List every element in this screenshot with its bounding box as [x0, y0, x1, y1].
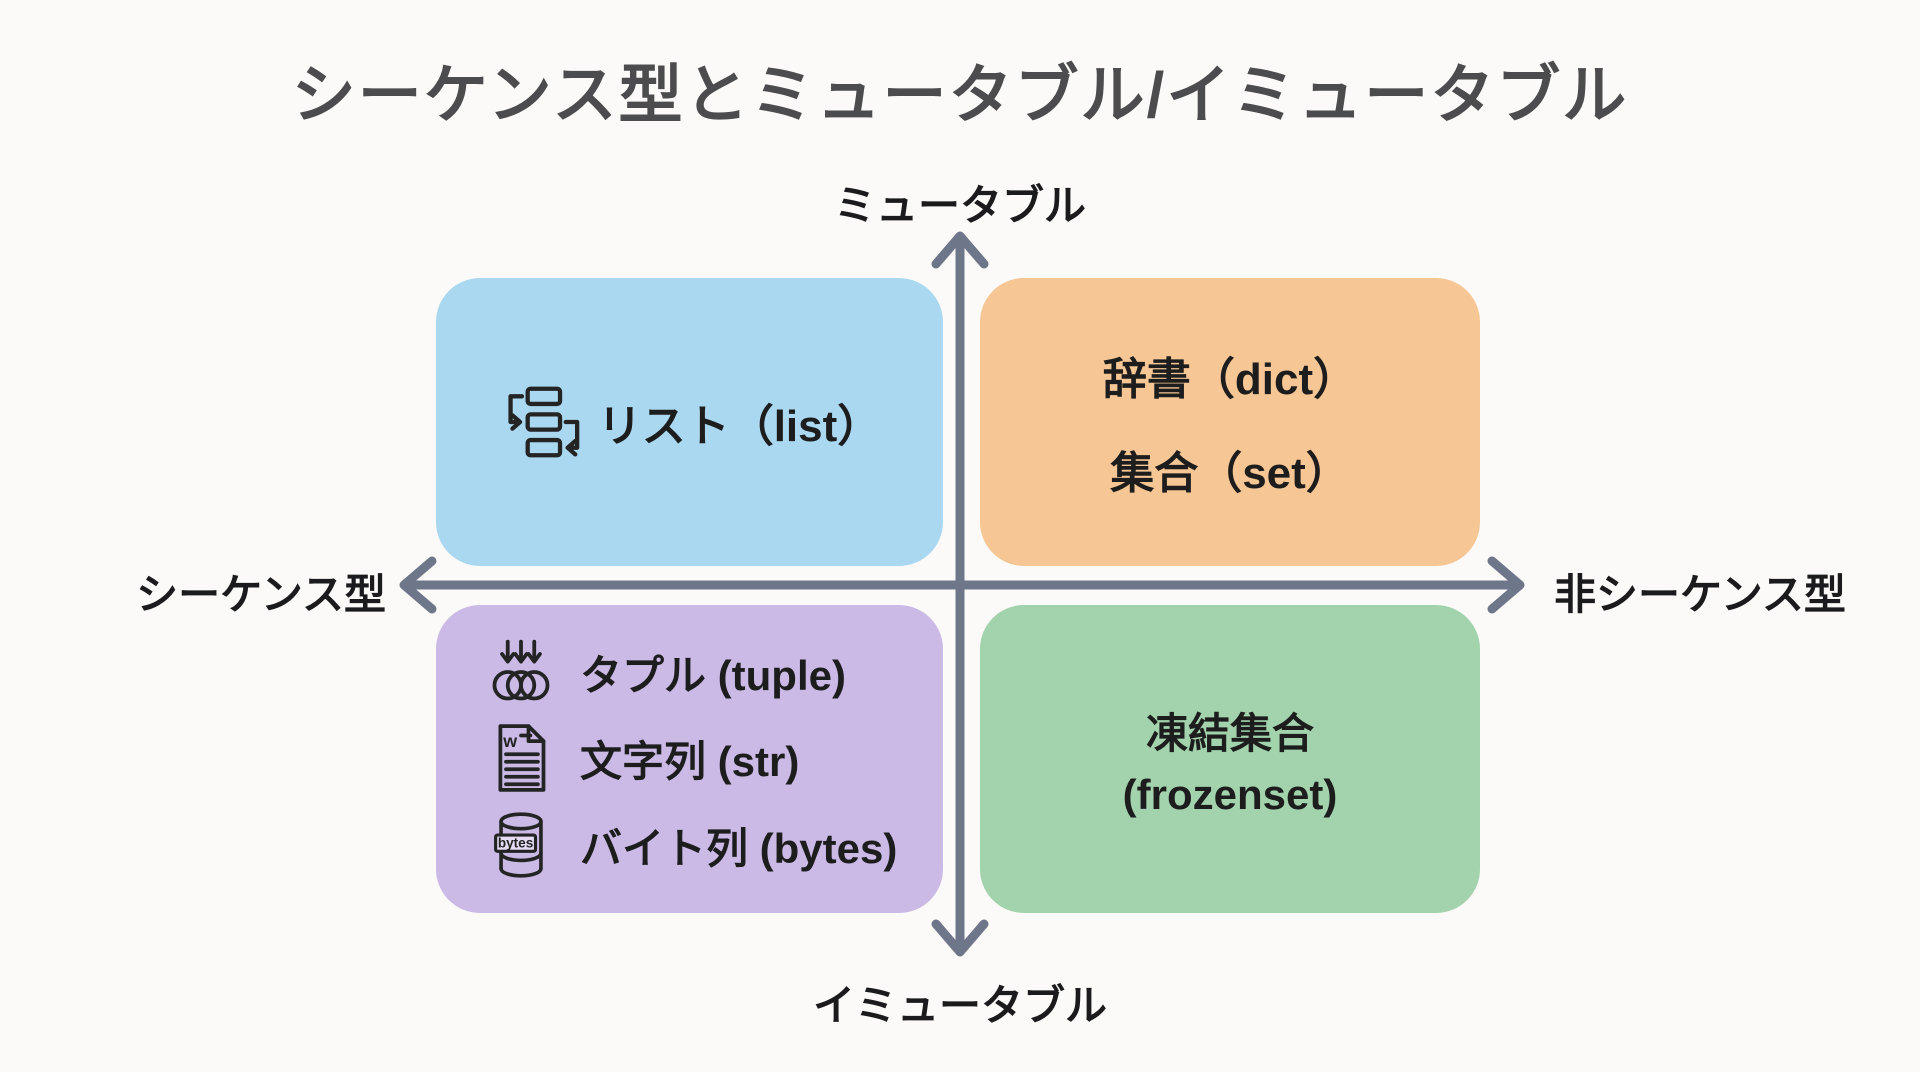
item-label-dict: 辞書（dict）	[1102, 355, 1358, 404]
list-item: bytes バイト列 (bytes)	[478, 808, 943, 882]
axis-label-non-sequence: 非シーケンス型	[1554, 571, 1846, 618]
arrow-right-icon	[1487, 556, 1525, 614]
quadrant-bottom-left: タプル (tuple) w 文字列 (str)	[436, 605, 943, 913]
item-label-tuple: タプル (tuple)	[580, 651, 846, 699]
axis-label-mutable: ミュータブル	[833, 182, 1086, 229]
list-item: w 文字列 (str)	[478, 722, 943, 794]
item-label-frozenset-ja: 凍結集合	[1145, 709, 1314, 757]
item-label-list: リスト（list）	[597, 402, 882, 451]
quadrant-top-left: リスト（list）	[436, 278, 943, 566]
page-title: シーケンス型とミュータブル/イミュータブル	[291, 59, 1629, 131]
list-reorder-icon	[498, 383, 584, 461]
database-icon: bytes	[478, 808, 564, 882]
quadrant-top-right: 辞書（dict） 集合（set）	[980, 278, 1480, 566]
svg-text:bytes: bytes	[498, 836, 533, 851]
item-label-bytes: バイト列 (bytes)	[580, 824, 898, 872]
arrow-left-icon	[399, 556, 437, 614]
list-item: タプル (tuple)	[478, 636, 943, 708]
axis-label-sequence: シーケンス型	[136, 571, 386, 618]
item-label-str: 文字列 (str)	[580, 737, 800, 785]
item-label-frozenset-en: (frozenset)	[1122, 770, 1338, 818]
arrow-down-icon	[931, 919, 989, 957]
svg-text:w: w	[502, 731, 517, 751]
item-label-set: 集合（set）	[1110, 449, 1350, 498]
tuple-icon	[478, 636, 564, 708]
arrow-up-icon	[931, 231, 989, 269]
document-icon: w	[478, 722, 564, 794]
axis-label-immutable: イミュータブル	[812, 982, 1107, 1029]
quadrant-bottom-right: 凍結集合 (frozenset)	[980, 605, 1480, 913]
